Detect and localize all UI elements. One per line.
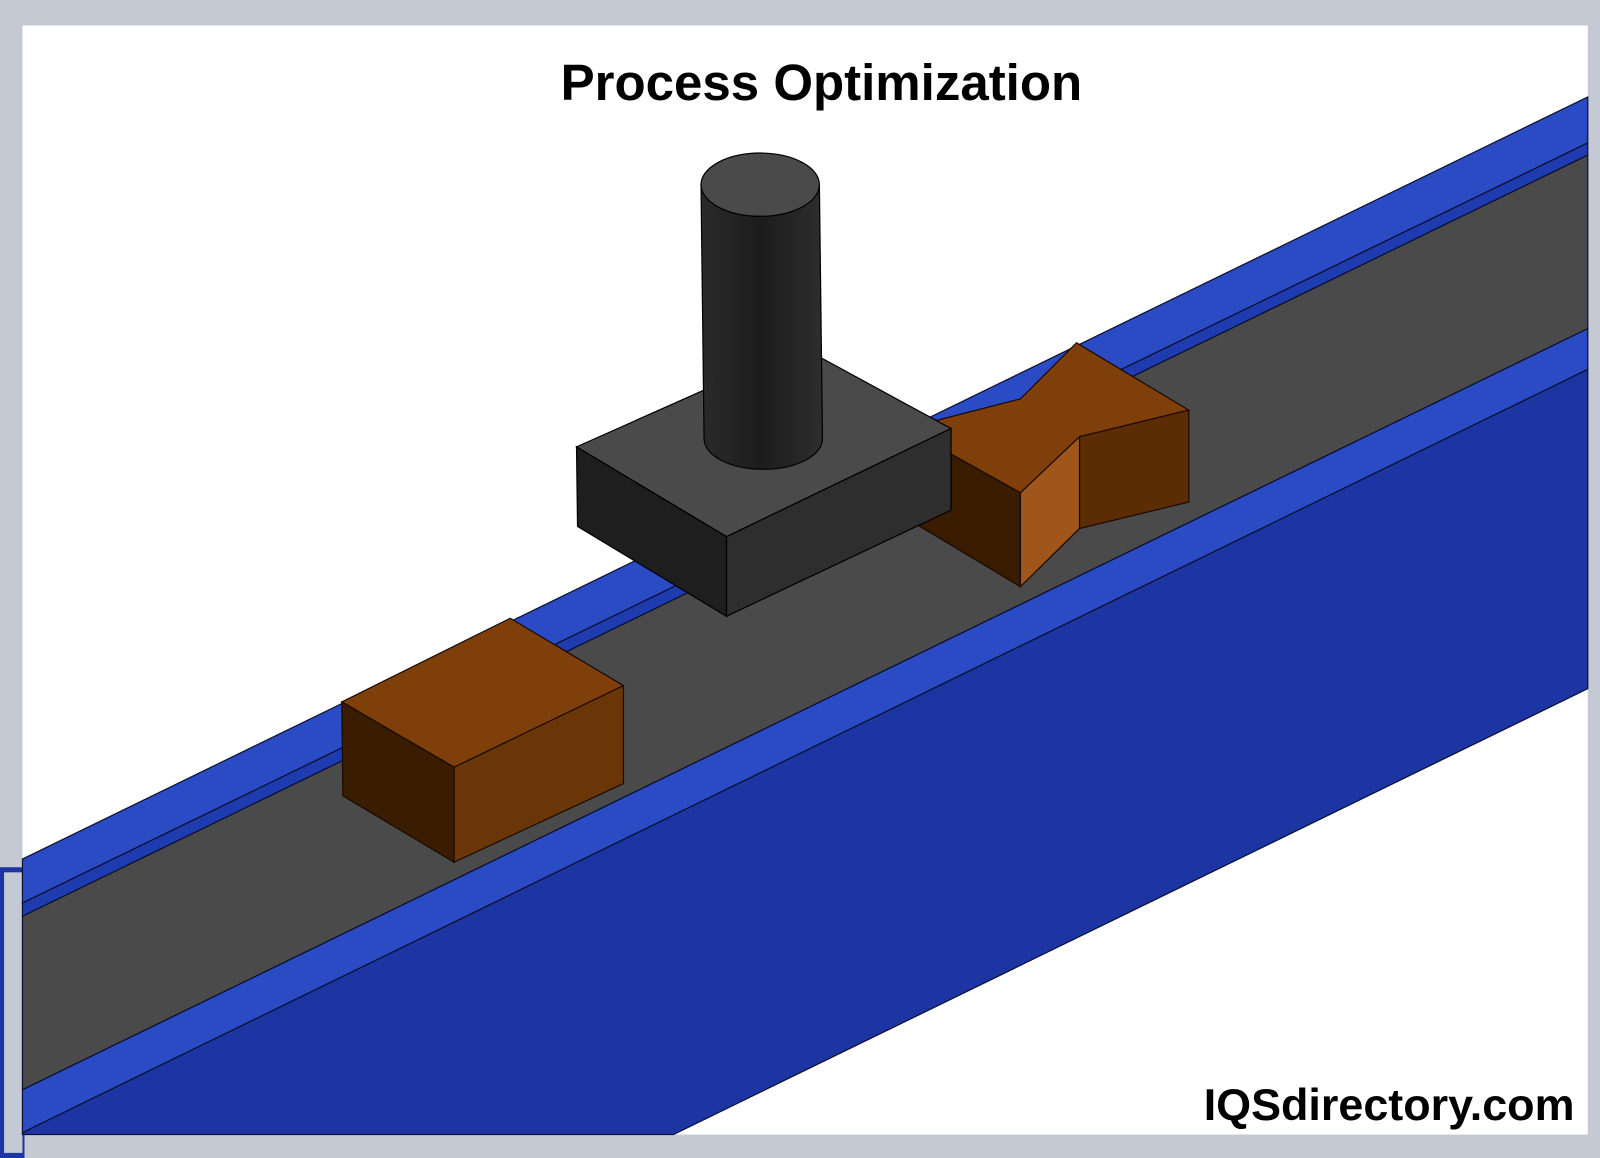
product-box-right [453,684,625,864]
product-pressed [917,342,1191,589]
press-base-right [725,427,952,618]
conveyor [21,95,1589,1136]
diagram-title: Process Optimization [561,54,1083,111]
product-pressed-right-face [1078,409,1190,530]
product-box [340,617,625,864]
press-cylinder-top [700,152,821,217]
press-machine [575,152,953,618]
watermark-logo: IQSdirectory.com [1204,1079,1575,1130]
press-cylinder-body [700,184,824,470]
frame-edge [4,872,23,1153]
